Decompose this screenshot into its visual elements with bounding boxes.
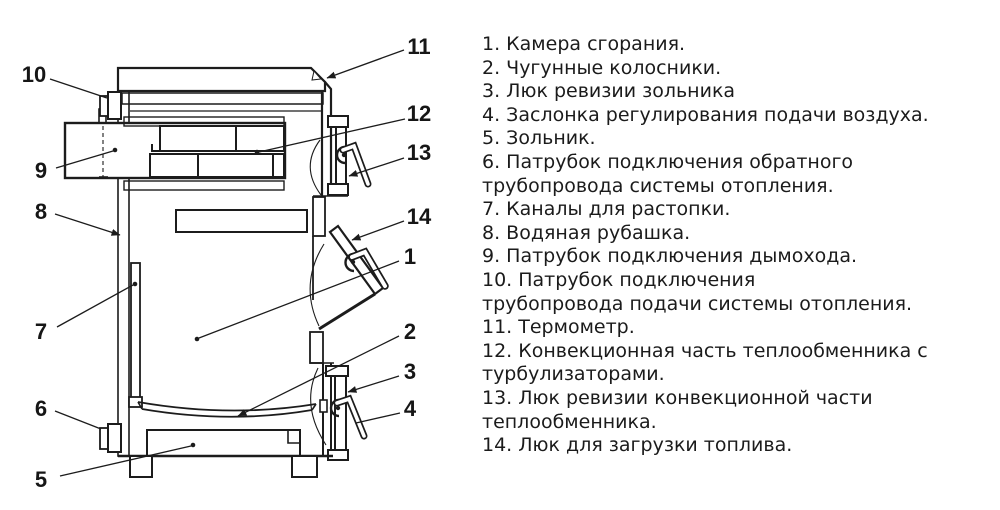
supply-pipe — [99, 91, 122, 120]
legend-line-8: 7. Каналы для растопки. — [482, 198, 731, 221]
leader-9 — [55, 150, 114, 169]
lower-revision-hatch — [310, 362, 368, 461]
legend-line-3: 3. Люк ревизии зольника — [482, 80, 736, 103]
callout-5: 5 — [35, 467, 47, 492]
legend-line-4: 4. Заслонка регулирования подачи воздуха… — [482, 103, 929, 126]
ash-pan — [146, 429, 301, 457]
legend-line-6: 6. Патрубок подключения обратного — [482, 150, 854, 173]
thermometer-pocket-notch — [311, 69, 323, 81]
legend-line-12: трубопровода подачи системы отопления. — [482, 292, 913, 315]
leader-6 — [54, 410, 102, 430]
callout-3: 3 — [404, 359, 416, 384]
right-foot — [291, 455, 318, 478]
leader-8 — [54, 213, 121, 236]
legend-line-9: 8. Водяная рубашка. — [482, 221, 691, 244]
target-dot-5 — [190, 442, 196, 448]
legend-line-11: 10. Патрубок подключения — [482, 268, 756, 291]
legend-line-7: трубопровода системы отопления. — [482, 174, 834, 197]
target-dot-12 — [254, 149, 260, 155]
legend-line-16: 13. Люк ревизии конвекционной части — [482, 386, 873, 409]
callout-8: 8 — [35, 199, 47, 224]
grate — [137, 401, 317, 418]
leader-13 — [348, 157, 405, 177]
target-dot-7 — [132, 281, 138, 287]
leader-12 — [258, 118, 406, 153]
legend-list: 1. Камера сгорания. 2. Чугунные колосник… — [482, 33, 997, 458]
leader-lines — [49, 49, 406, 477]
left-foot — [129, 455, 153, 478]
return-pipe — [99, 423, 122, 453]
leader-5 — [59, 445, 192, 477]
callout-4: 4 — [404, 396, 417, 421]
loading-hatch — [309, 196, 389, 364]
leader-7 — [56, 284, 134, 328]
firebox-baffle — [175, 209, 308, 233]
legend-line-1: 1. Камера сгорания. — [482, 33, 686, 55]
leader-11 — [326, 49, 405, 79]
leader-2 — [237, 335, 400, 417]
leader-4 — [355, 412, 401, 424]
callout-numbers: 1 2 3 4 5 6 7 8 9 10 11 12 13 14 — [22, 34, 432, 492]
callout-11: 11 — [407, 34, 430, 59]
flue-outlet-duct — [63, 105, 287, 191]
legend-line-18: 14. Люк для загрузки топлива. — [482, 434, 793, 457]
boiler-diagram-figure: 1 2 3 4 5 6 7 8 9 10 11 12 13 14 — [0, 0, 470, 510]
legend-line-2: 2. Чугунные колосники. — [482, 56, 722, 79]
leader-10 — [49, 78, 108, 99]
target-dot-9 — [112, 147, 118, 153]
upper-revision-hatch — [309, 115, 372, 196]
callout-9: 9 — [35, 158, 47, 183]
legend-line-14: 12. Конвекционная часть теплообменника с — [482, 339, 928, 362]
top-insulation — [116, 66, 327, 112]
callout-14: 14 — [407, 204, 432, 229]
callout-7: 7 — [35, 319, 47, 344]
callout-1: 1 — [404, 244, 416, 269]
callout-2: 2 — [404, 319, 416, 344]
leader-3 — [347, 375, 400, 393]
bottom-and-feet — [118, 454, 333, 478]
legend-line-15: турбулизаторами. — [482, 363, 665, 386]
callout-6: 6 — [35, 396, 47, 421]
callout-12: 12 — [407, 101, 431, 126]
air-damper-handle — [329, 394, 368, 440]
callout-10: 10 — [22, 62, 46, 87]
legend-line-10: 9. Патрубок подключения дымохода. — [482, 245, 858, 268]
leader-1 — [198, 260, 400, 339]
leader-14 — [351, 220, 405, 241]
heat-exchanger-bricks — [149, 125, 285, 178]
legend-line-13: 11. Термометр. — [482, 316, 635, 339]
callout-13: 13 — [407, 140, 431, 165]
legend-line-5: 5. Зольник. — [482, 127, 596, 150]
legend-line-17: теплообменника. — [482, 410, 657, 433]
hatch-14-handle — [344, 247, 389, 290]
boiler-cross-section: 1 2 3 4 5 6 7 8 9 10 11 12 13 14 — [22, 34, 432, 492]
target-dot-1 — [194, 336, 200, 342]
